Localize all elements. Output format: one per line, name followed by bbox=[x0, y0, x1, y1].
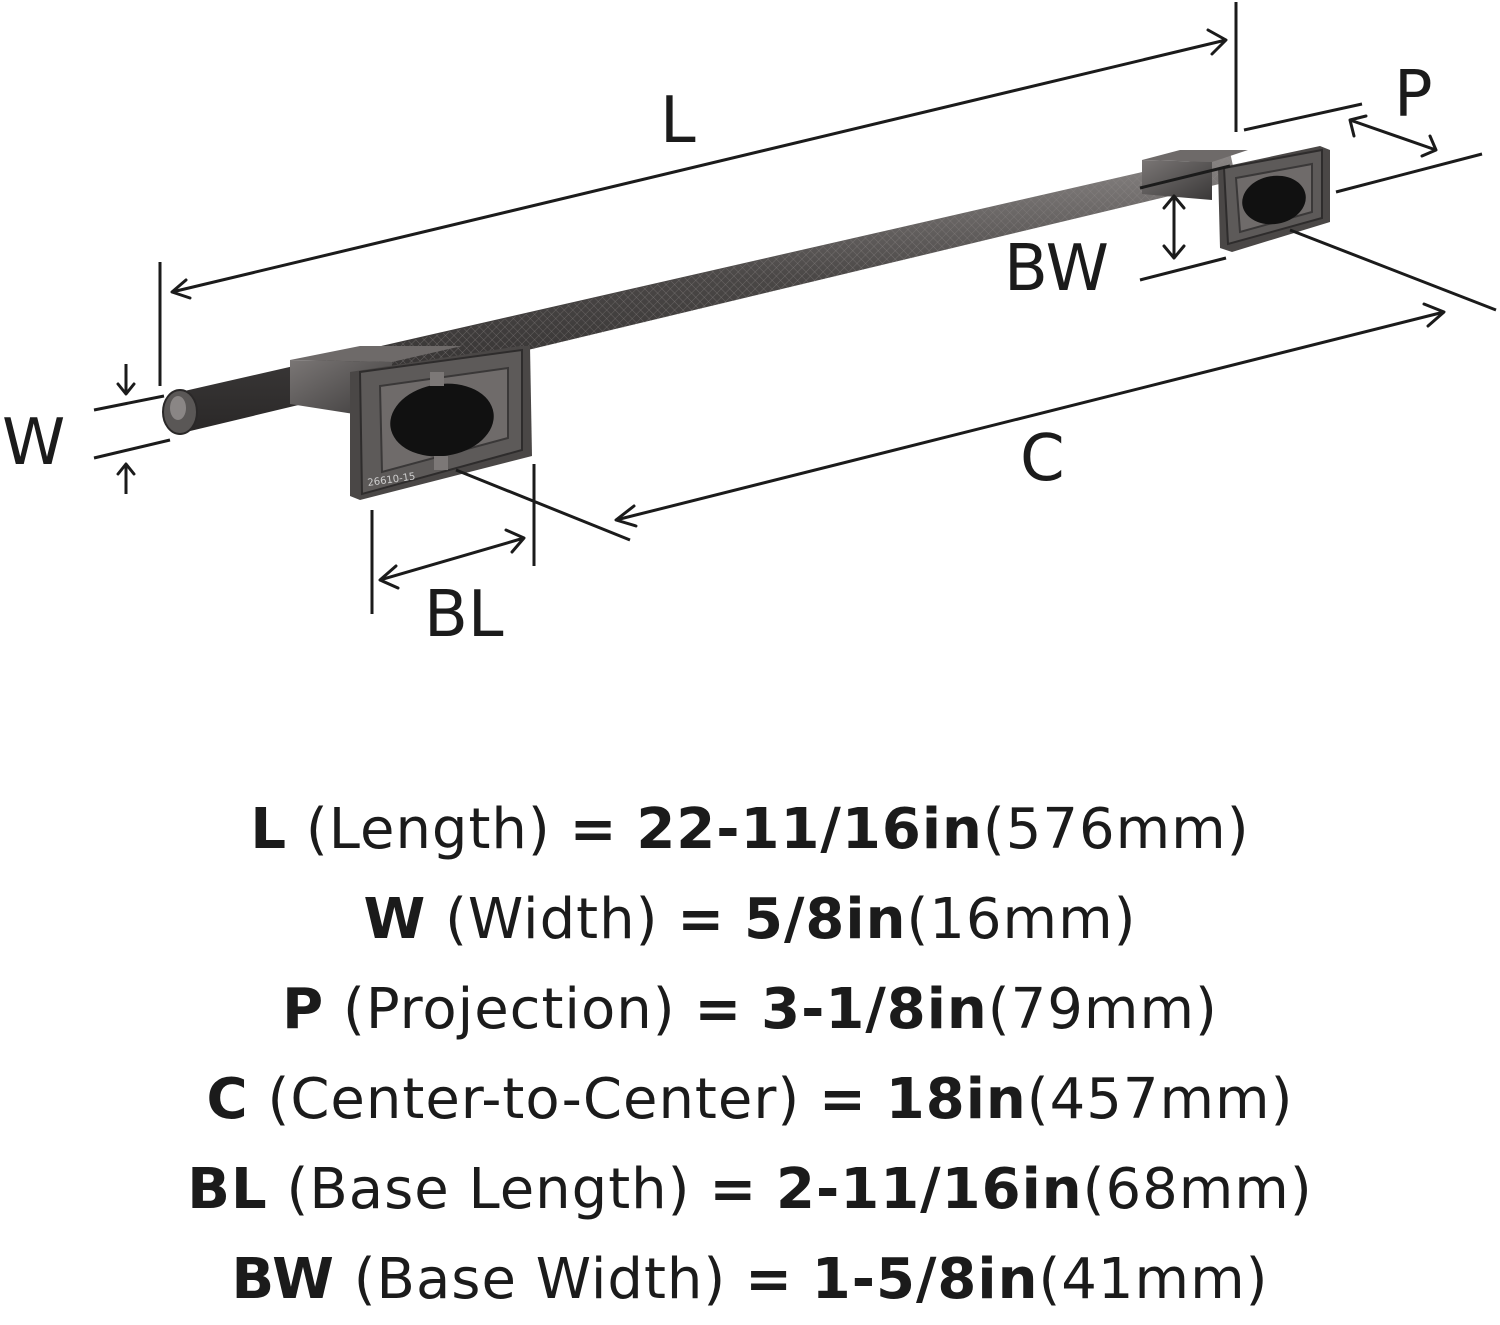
label-BW: BW bbox=[1004, 232, 1109, 306]
label-P: P bbox=[1394, 58, 1433, 132]
label-C: C bbox=[1020, 422, 1065, 496]
spec-base-width: BW (Base Width) = 1-5/8in(41mm) bbox=[231, 1247, 1269, 1312]
spec-center-to-center: C (Center-to-Center) = 18in(457mm) bbox=[206, 1067, 1294, 1132]
dimension-specifications: L (Length) = 22-11/16in(576mm) W (Width)… bbox=[0, 785, 1500, 1325]
spec-base-length: BL (Base Length) = 2-11/16in(68mm) bbox=[187, 1157, 1313, 1222]
towel-bar-illustration: 26610-15 bbox=[162, 146, 1330, 500]
dim-W: W bbox=[2, 364, 171, 494]
dim-P: P bbox=[1243, 58, 1483, 194]
spec-width: W (Width) = 5/8in(16mm) bbox=[363, 887, 1137, 952]
dim-BL: BL bbox=[370, 464, 536, 652]
label-L: L bbox=[660, 84, 696, 158]
dimension-annotations: L W P BW bbox=[2, 2, 1497, 652]
dim-BW: BW bbox=[1004, 164, 1231, 306]
label-BL: BL bbox=[424, 578, 504, 652]
spec-length: L (Length) = 22-11/16in(576mm) bbox=[250, 797, 1250, 862]
label-W: W bbox=[2, 406, 65, 480]
towel-bar-dimension-diagram: 26610-15 L W bbox=[2, 2, 1497, 652]
left-post: 26610-15 bbox=[290, 346, 532, 500]
dim-C: C bbox=[455, 228, 1497, 542]
spec-projection: P (Projection) = 3-1/8in(79mm) bbox=[282, 977, 1218, 1042]
dim-L: L bbox=[158, 2, 1238, 386]
